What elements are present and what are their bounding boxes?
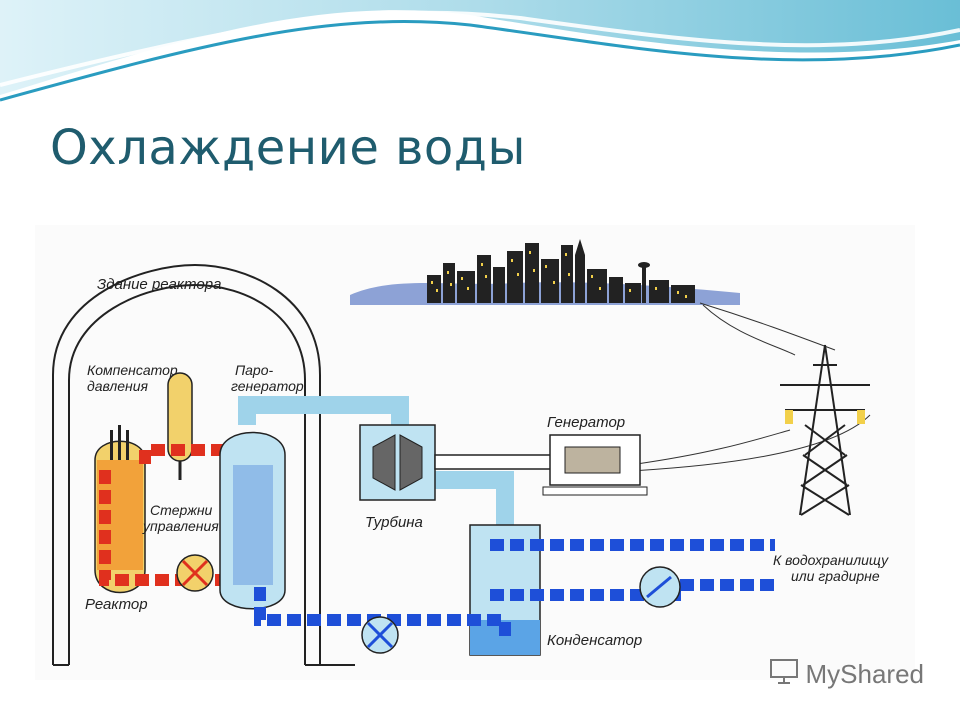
label-pressure-compensator-1: Компенсатор	[87, 362, 178, 378]
label-reactor-building: Здание реактора	[97, 276, 221, 293]
feedwater-pump	[361, 616, 399, 654]
mysharred-watermark: MyShared	[768, 657, 925, 692]
header-wave-decoration	[0, 0, 960, 102]
slide-title: Охлаждение воды	[50, 120, 526, 176]
label-reactor: Реактор	[85, 596, 148, 613]
reactor-building	[52, 263, 355, 666]
pressure-compensator	[167, 372, 193, 480]
presentation-icon	[768, 657, 800, 692]
power-lines	[629, 302, 871, 472]
primary-pump	[176, 554, 214, 592]
label-steam-generator-1: Паро-	[235, 362, 274, 378]
turbine	[359, 424, 436, 501]
label-reservoir-1: К водохранилищу	[773, 552, 889, 568]
label-condenser: Конденсатор	[547, 632, 642, 649]
primary-hot-loop	[99, 444, 271, 586]
city-skyline	[350, 239, 740, 305]
cooling-water-pump	[639, 566, 681, 608]
label-steam-generator-2: генератор	[231, 378, 304, 394]
label-reservoir-2: или градирне	[791, 568, 880, 584]
generator	[542, 434, 648, 496]
label-control-rods-2: управления	[142, 518, 219, 534]
label-turbine: Турбина	[365, 514, 423, 531]
label-control-rods-1: Стержни	[150, 502, 213, 518]
steam-generator	[219, 431, 286, 610]
transmission-tower	[780, 344, 870, 516]
watermark-text: MyShared	[805, 659, 925, 689]
label-generator: Генератор	[547, 414, 625, 431]
steam-lines	[238, 396, 514, 525]
label-pressure-compensator-2: давления	[87, 378, 149, 394]
npp-cooling-diagram: Здание реактора Компенсатор давления Пар…	[35, 225, 915, 680]
reactor-vessel	[94, 425, 146, 594]
